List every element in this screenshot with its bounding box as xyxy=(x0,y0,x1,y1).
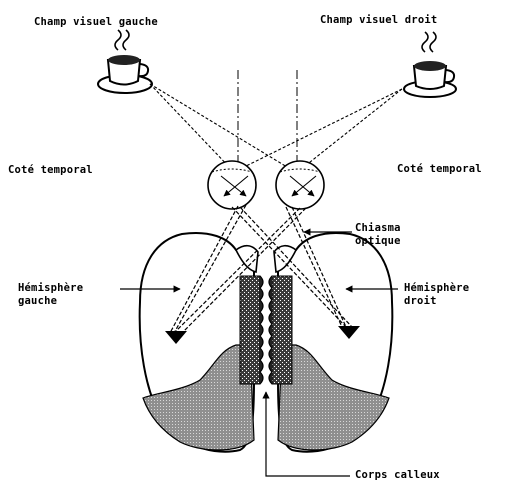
corpus-callosum-fibers xyxy=(240,276,292,384)
corpus-callosum-label: Corps calleux xyxy=(355,469,440,480)
temporal-side-left-label: Coté temporal xyxy=(8,164,93,176)
left-visual-field-label: Champ visuel gauche xyxy=(34,16,158,28)
optic-chiasm-label-line2: optique xyxy=(355,235,401,247)
coffee-cup-icon xyxy=(98,30,152,93)
coffee-cup-icon xyxy=(404,32,456,97)
left-hemisphere-label-line2: gauche xyxy=(18,295,57,307)
left-hemisphere-label-line1: Hémisphère xyxy=(18,282,83,294)
optic-chiasm-label-line1: Chiasma xyxy=(355,222,401,234)
light-rays xyxy=(150,84,402,170)
right-hemisphere-label-line2: droit xyxy=(404,295,437,307)
right-hemisphere-label-line1: Hémisphère xyxy=(404,282,469,294)
temporal-side-right-label: Coté temporal xyxy=(397,163,482,175)
right-visual-field-label: Champ visuel droit xyxy=(320,14,437,26)
